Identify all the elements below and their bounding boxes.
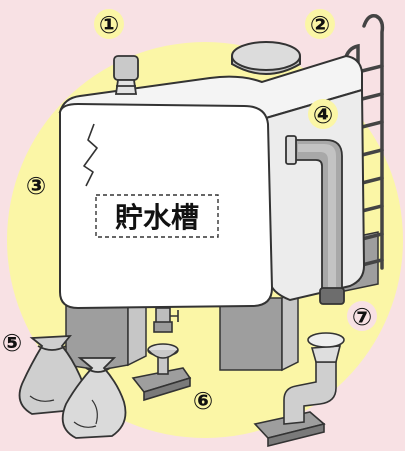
callout-circle-2: [305, 9, 335, 39]
callout-7: ⑦: [352, 303, 372, 331]
garbage-bags: [18, 334, 127, 439]
callout-circle-4: [308, 99, 338, 129]
callout-1: ①: [99, 11, 119, 39]
drain-trap: [253, 332, 345, 448]
tank-label-box: [95, 194, 219, 238]
callout-markers: ① ② ③ ④ ⑤ ⑥ ⑦: [0, 9, 377, 415]
callout-2: ②: [310, 11, 330, 39]
tank-body: [58, 54, 366, 310]
drain-valve: [153, 307, 179, 333]
callout-4: ④: [313, 101, 333, 129]
support-leg-center-side: [281, 288, 299, 372]
callout-5: ⑤: [2, 329, 22, 357]
callout-circle-5: [0, 329, 25, 355]
callout-3: ③: [26, 172, 46, 200]
air-vent: [113, 55, 139, 95]
support-leg-center: [219, 297, 283, 371]
manhole-cover: [231, 41, 301, 75]
garbage-bag-front: [61, 357, 127, 439]
callout-circle-1: [94, 9, 124, 39]
drain-funnel: [131, 343, 192, 402]
overflow-pipe: [285, 135, 345, 305]
callout-circle-7: [347, 301, 377, 331]
callout-6: ⑥: [193, 387, 213, 415]
callout-circle-6: [188, 385, 218, 415]
crack-mark: [83, 123, 98, 187]
callout-circle-3: [21, 170, 51, 200]
tank-label: 貯水槽: [115, 201, 199, 234]
